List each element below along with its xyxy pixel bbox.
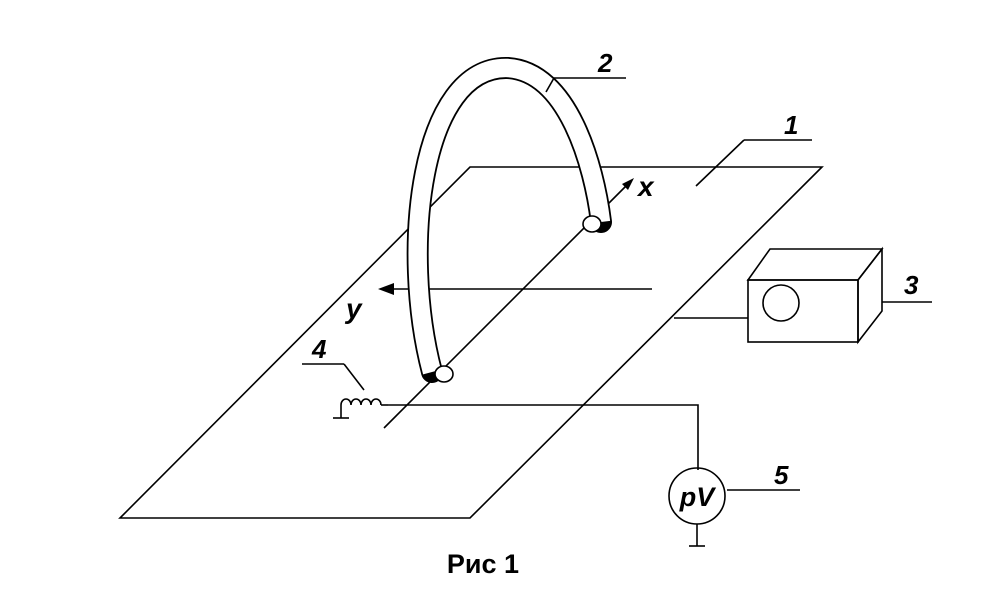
x-axis-arrowhead: [622, 178, 634, 190]
coil-to-voltmeter-wire: [388, 404, 699, 470]
generator-box: [746, 246, 884, 345]
y-axis-arrowhead: [378, 283, 394, 295]
callout-3-label: 3: [904, 270, 919, 300]
coil-icon: [340, 398, 382, 406]
callout-4-label: 4: [311, 334, 327, 364]
figure-caption: Рис 1: [447, 549, 519, 579]
callout-1-label: 1: [784, 110, 798, 140]
callout-4-leader: [343, 363, 365, 391]
generator-dial-icon: [762, 284, 800, 322]
cable-end-bottom: [434, 365, 454, 383]
plate: [118, 166, 824, 519]
cable-end-top: [582, 215, 602, 233]
callout-2-label: 2: [597, 48, 613, 78]
x-axis-label: x: [636, 171, 655, 202]
callout-1-leader: [695, 139, 745, 187]
callout-2-leader: [545, 77, 555, 93]
voltmeter-symbol: pV: [679, 482, 716, 512]
y-axis-label: y: [344, 293, 363, 324]
cable-inner: [408, 58, 611, 375]
callout-5-label: 5: [774, 460, 789, 490]
